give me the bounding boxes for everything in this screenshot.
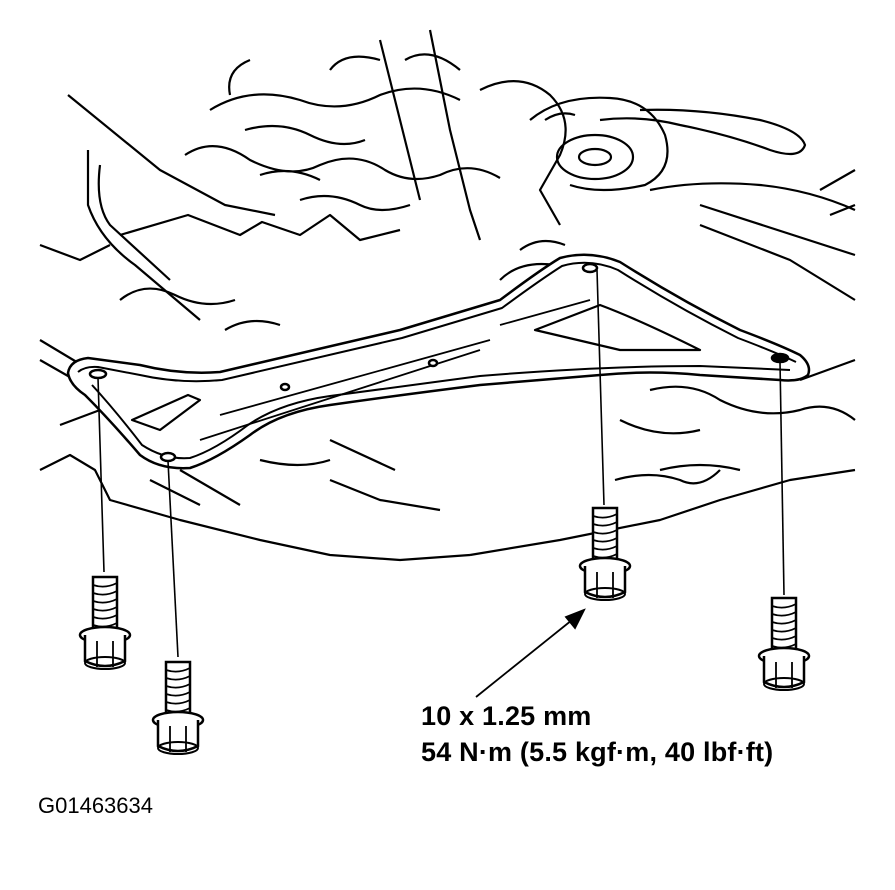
- bolt-front-center: [151, 660, 205, 756]
- bolt-guide-lines: [97, 269, 785, 658]
- bolt-rear-center: [578, 506, 632, 602]
- torque-spec-label: 54 N·m (5.5 kgf·m, 40 lbf·ft): [421, 737, 774, 767]
- bolt-right: [757, 596, 811, 692]
- bolt-front-left: [78, 575, 132, 671]
- background-outline: [39, 29, 856, 562]
- frame-stiffener: [66, 253, 811, 470]
- guide-line-rear-center: [596, 269, 605, 506]
- figure-id-label: G01463634: [38, 793, 153, 818]
- bolt-size-label: 10 x 1.25 mm: [421, 701, 592, 731]
- callout-arrow: [475, 608, 586, 698]
- guide-line-front-center: [167, 460, 179, 658]
- guide-line-front-left: [97, 377, 105, 573]
- guide-line-right: [779, 361, 785, 596]
